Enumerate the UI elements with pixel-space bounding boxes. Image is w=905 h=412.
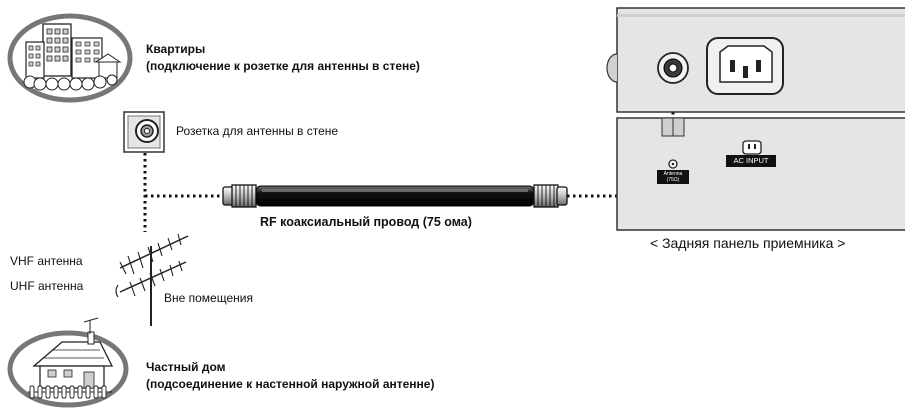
- apartment-subtitle: (подключение к розетке для антенны в сте…: [146, 59, 420, 73]
- outdoor-antenna-icon: [115, 233, 189, 326]
- outdoor-location-label: Вне помещения: [164, 291, 253, 305]
- antenna-port-icon: [657, 52, 689, 84]
- ac-input-label: AC INPUT: [733, 156, 769, 165]
- vhf-antenna-label: VHF антенна: [10, 254, 83, 268]
- uhf-antenna-label: UHF антенна: [10, 279, 84, 293]
- cable-label: RF коаксиальный провод (75 ома): [260, 215, 472, 229]
- connection-dotted-lines: [143, 82, 675, 232]
- coaxial-cable-icon: [222, 184, 568, 208]
- receiver-rear-panel: [606, 7, 905, 231]
- rear-panel-caption: < Задняя панель приемника >: [650, 235, 846, 251]
- house-title: Частный дом: [146, 360, 226, 374]
- antenna-port-label: Antenna (75Ω): [663, 171, 683, 183]
- private-house-icon: [7, 317, 129, 408]
- power-socket-icon: [706, 37, 784, 95]
- wall-antenna-socket-icon: [123, 111, 165, 153]
- apartment-title: Квартиры: [146, 42, 206, 56]
- house-subtitle: (подсоединение к настенной наружной анте…: [146, 377, 435, 391]
- apartment-buildings-icon: [7, 13, 133, 103]
- wall-socket-label: Розетка для антенны в стене: [176, 124, 339, 138]
